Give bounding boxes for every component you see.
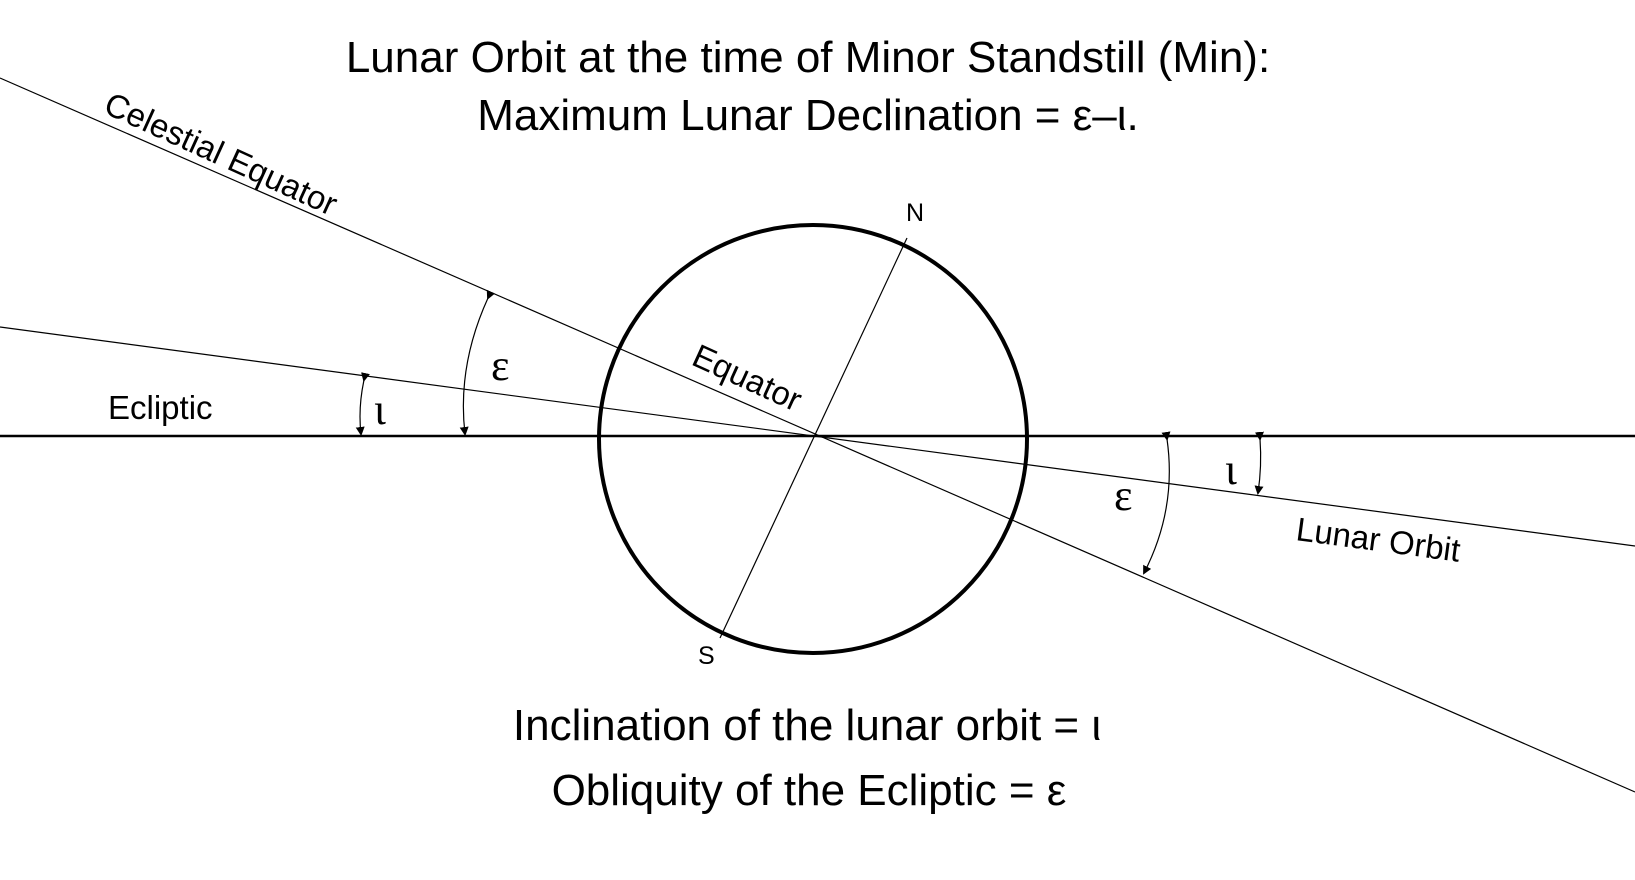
polar-axis-line [719,237,908,639]
iota-symbol-right: ι [1225,445,1237,494]
ecliptic-label: Ecliptic [108,389,213,426]
diagram-title-line-2: Maximum Lunar Declination = ε–ι. [477,91,1139,140]
epsilon-symbol-left: ε [491,341,509,390]
epsilon-angle-arc-left [459,289,495,436]
equator-label: Equator [687,337,808,419]
epsilon-symbol-right: ε [1114,471,1132,520]
diagram-title-line-1: Lunar Orbit at the time of Minor Standst… [346,33,1270,82]
celestial-equator-label: Celestial Equator [99,85,343,223]
north-pole-label: N [906,199,924,227]
iota-angle-arc-right [1254,431,1264,495]
lunar-orbit-line [0,326,1635,547]
inclination-caption: Inclination of the lunar orbit = ι [513,701,1101,750]
epsilon-angle-arc-right [1143,431,1171,575]
iota-angle-arc-left [355,372,370,436]
celestial-equator-line [0,77,1635,793]
iota-symbol-left: ι [374,385,386,434]
south-pole-label: S [698,642,715,670]
earth-circle [597,223,1029,655]
obliquity-caption: Obliquity of the Ecliptic = ε [552,766,1067,815]
